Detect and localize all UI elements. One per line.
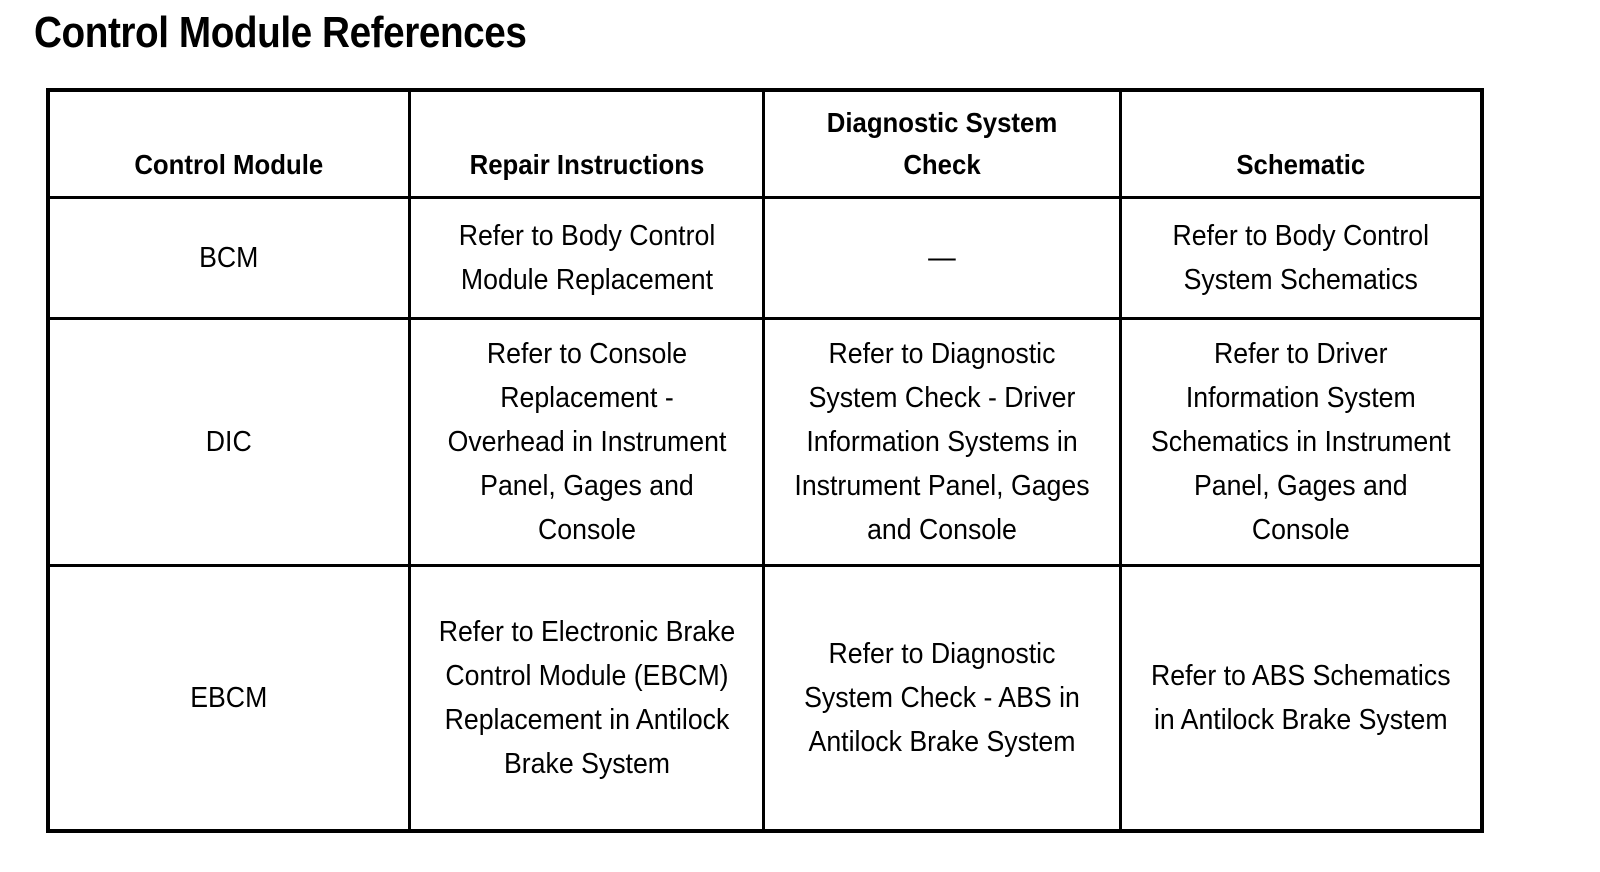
diagnostic-system-check-text: — [928, 241, 957, 274]
table-row: EBCM Refer to Electronic Brake Control M… [46, 564, 1484, 833]
module-name-label: EBCM [190, 682, 268, 714]
schematic-text: Refer to ABS Schematics in Antilock Brak… [1151, 660, 1452, 736]
cell-repair-instructions: Refer to Electronic Brake Control Module… [407, 564, 766, 833]
page-title: Control Module References [34, 8, 527, 57]
cell-repair-instructions: Refer to Console Replacement - Overhead … [407, 317, 766, 567]
cell-module-name: BCM [46, 196, 411, 320]
header-line-1: Diagnostic System [827, 107, 1058, 138]
cell-diagnostic-system-check: Refer to Diagnostic System Check - Drive… [762, 317, 1123, 567]
cell-schematic: Refer to Driver Information System Schem… [1119, 317, 1484, 567]
cell-schematic: Refer to ABS Schematics in Antilock Brak… [1119, 564, 1484, 833]
cell-diagnostic-system-check: — [762, 196, 1123, 320]
module-name-label: BCM [199, 242, 259, 274]
column-header-label: Repair Instructions [469, 149, 704, 180]
column-header-label: Control Module [134, 149, 324, 180]
cell-repair-instructions: Refer to Body Control Module Replacement [407, 196, 766, 320]
diagnostic-system-check-text: Refer to Diagnostic System Check - ABS i… [804, 638, 1081, 758]
cell-diagnostic-system-check: Refer to Diagnostic System Check - ABS i… [762, 564, 1123, 833]
repair-instructions-text: Refer to Body Control Module Replacement [458, 220, 715, 296]
module-name-label: DIC [205, 426, 252, 458]
cell-module-name: DIC [46, 317, 411, 567]
repair-instructions-text: Refer to Electronic Brake Control Module… [438, 616, 735, 780]
control-module-references-table: Control Module Repair Instructions Diagn… [46, 88, 1484, 833]
schematic-text: Refer to Driver Information System Schem… [1151, 338, 1451, 546]
table-header-row: Control Module Repair Instructions Diagn… [46, 88, 1484, 199]
repair-instructions-text: Refer to Console Replacement - Overhead … [447, 338, 726, 546]
diagnostic-system-check-text: Refer to Diagnostic System Check - Drive… [794, 338, 1091, 546]
table-row: BCM Refer to Body Control Module Replace… [46, 196, 1484, 320]
schematic-text: Refer to Body Control System Schematics [1172, 220, 1430, 296]
column-header-label: Schematic [1236, 149, 1366, 180]
cell-schematic: Refer to Body Control System Schematics [1119, 196, 1484, 320]
column-header-control-module: Control Module [46, 88, 411, 199]
column-header-schematic: Schematic [1119, 88, 1484, 199]
table-row: DIC Refer to Console Replacement - Overh… [46, 317, 1484, 567]
cell-module-name: EBCM [46, 564, 411, 833]
header-line-2: Check [903, 149, 982, 180]
column-header-repair-instructions: Repair Instructions [407, 88, 766, 199]
